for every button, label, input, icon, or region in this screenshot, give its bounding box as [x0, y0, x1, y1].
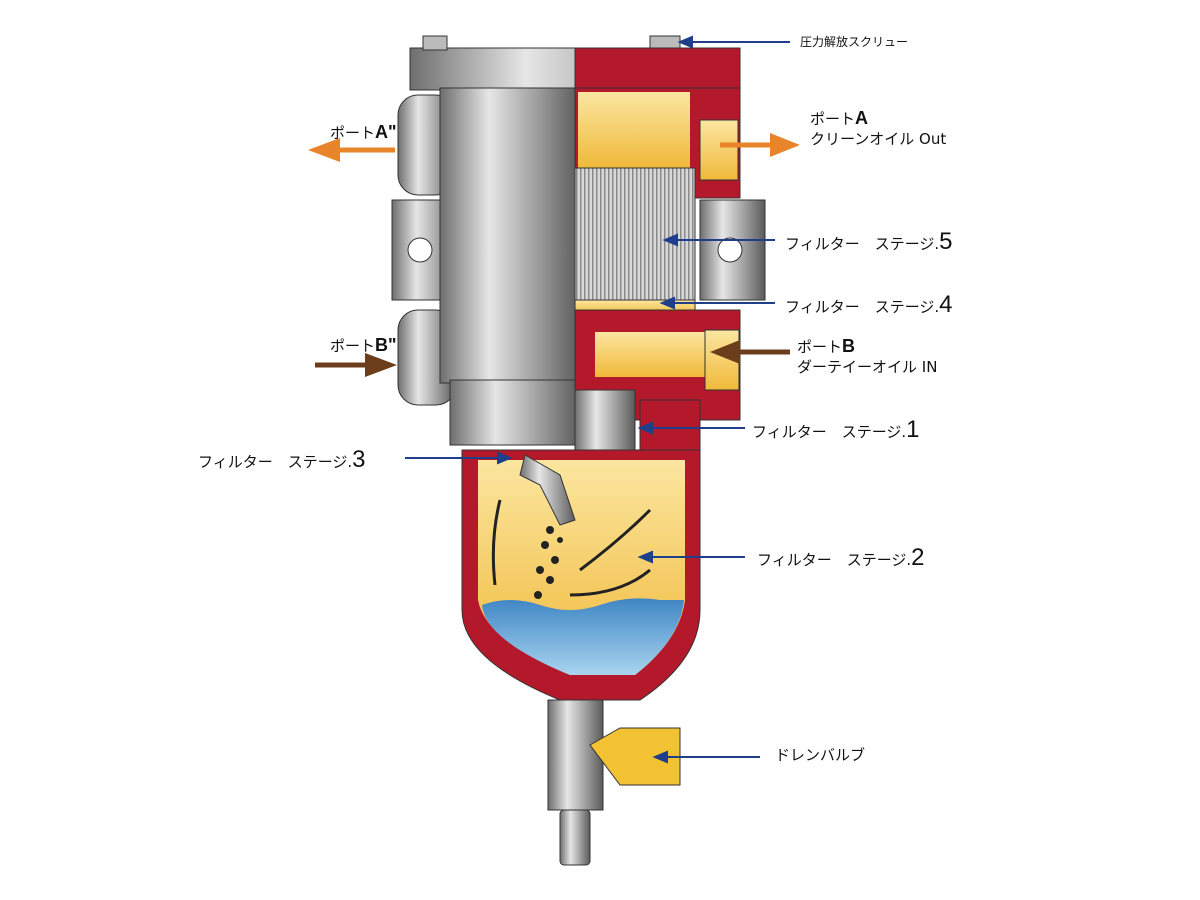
- label-port-a2: ポートA": [330, 122, 397, 144]
- port-a-desc: クリーンオイル Out: [810, 129, 947, 148]
- port-a-letter: A: [855, 108, 869, 128]
- port-b2-in-arrow: [315, 353, 397, 377]
- label-port-b: ポートB ダーテイーオイル IN: [797, 336, 937, 376]
- filter-stage-3-deflector: [519, 454, 576, 526]
- bowl: [461, 449, 701, 701]
- stage-prefix: フィルター ステージ.: [785, 298, 940, 316]
- label-stage-2: フィルター ステージ.2: [757, 544, 925, 573]
- stage-prefix: フィルター ステージ.: [757, 551, 912, 569]
- port-b-in-arrow: [710, 340, 790, 364]
- drain-assembly: [547, 699, 681, 866]
- head-housing: [439, 87, 581, 384]
- water-layer: [482, 598, 684, 675]
- port-a2-title: ポート: [330, 124, 376, 142]
- port-b-letter: B: [842, 336, 856, 356]
- stage-number: 3: [352, 446, 366, 473]
- stage-number: 5: [939, 228, 953, 255]
- port-b-title: ポート: [797, 338, 843, 356]
- stage-number: 4: [939, 291, 953, 318]
- port-b2-title: ポート: [330, 337, 376, 355]
- port-a2-out-arrow: [308, 138, 395, 162]
- label-stage-3: フィルター ステージ.3: [198, 446, 366, 475]
- port-a2-letter: A": [375, 122, 397, 142]
- label-stage-5: フィルター ステージ.5: [785, 228, 953, 257]
- stage-prefix: フィルター ステージ.: [785, 235, 940, 253]
- port-a-out-arrow: [720, 133, 800, 157]
- label-stage-1: フィルター ステージ.1: [752, 416, 920, 445]
- label-stage-4: フィルター ステージ.4: [785, 291, 953, 320]
- port-b2-letter: B": [375, 335, 397, 355]
- stage-prefix: フィルター ステージ.: [752, 423, 907, 441]
- label-relief-screw: 圧力解放スクリュー: [800, 35, 909, 49]
- stage-number: 1: [906, 416, 920, 443]
- stage-prefix: フィルター ステージ.: [198, 453, 353, 471]
- top-cap: [409, 35, 741, 91]
- port-b-desc: ダーテイーオイル IN: [797, 357, 938, 376]
- leader-lines: [405, 35, 790, 764]
- cross-section: [574, 87, 741, 491]
- port-a-title: ポート: [810, 110, 856, 128]
- label-drain-valve: ドレンバルブ: [775, 746, 866, 764]
- stage-number: 2: [911, 544, 925, 571]
- label-port-a: ポートA クリーンオイル Out: [810, 108, 946, 148]
- label-port-b2: ポートB": [330, 335, 397, 357]
